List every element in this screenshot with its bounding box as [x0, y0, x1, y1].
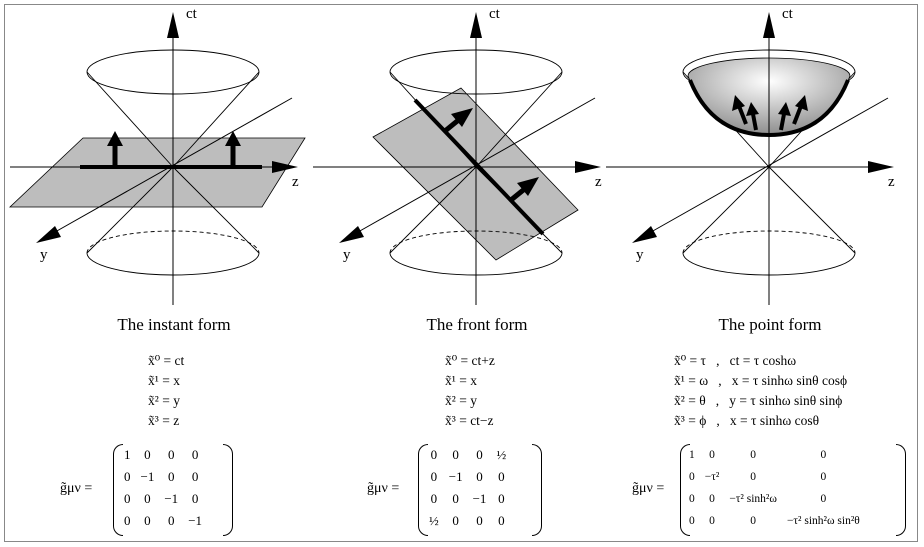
front-form-title: The front form: [426, 315, 528, 334]
point-arrow-2: [751, 113, 758, 131]
panel-front-form: ct z y The front form x̃⁰ = ct+z x̃¹ = x…: [303, 0, 611, 547]
y-axis-label: y: [40, 247, 48, 263]
z-axis-label: z: [595, 174, 602, 190]
z-axis-label: z: [292, 174, 299, 190]
instant-form-diagram: [8, 12, 306, 305]
point-form-title: The point form: [718, 315, 822, 334]
panel-instant-form: ct z y The instant form x̃⁰ = ct x̃¹ = x…: [0, 0, 308, 547]
point-form-equations: x̃⁰ = τ , ct = τ coshω x̃¹ = ω , x = τ s…: [674, 353, 848, 428]
ct-axis-label: ct: [489, 6, 500, 22]
z-axis-label: z: [888, 174, 895, 190]
ct-axis-label: ct: [782, 6, 793, 22]
front-form-equations: x̃⁰ = ct+z x̃¹ = x x̃² = y x̃³ = ct−z: [445, 353, 495, 428]
point-arrow-4: [792, 105, 803, 125]
front-metric-label: g̃μν =: [367, 481, 400, 496]
y-axis-label: y: [343, 247, 351, 263]
point-form-diagram: [606, 12, 894, 305]
y-axis-label: y: [636, 247, 644, 263]
y-axis: [350, 97, 596, 237]
figure-frame: [4, 4, 918, 542]
front-form-diagram: [313, 12, 601, 305]
panel-point-form: ct z y The point form x̃⁰ = τ , ct = τ c…: [596, 0, 906, 547]
instant-form-title: The instant form: [117, 315, 231, 334]
point-arrow-1: [737, 105, 748, 125]
hyperplane: [8, 137, 306, 208]
ct-axis-label: ct: [186, 6, 197, 22]
y-axis: [643, 97, 889, 237]
instant-form-equations: x̃⁰ = ct x̃¹ = x x̃² = y x̃³ = z: [148, 353, 185, 428]
instant-metric-label: g̃μν =: [60, 481, 93, 496]
point-metric-label: g̃μν =: [632, 481, 665, 496]
point-arrow-3: [779, 113, 786, 131]
